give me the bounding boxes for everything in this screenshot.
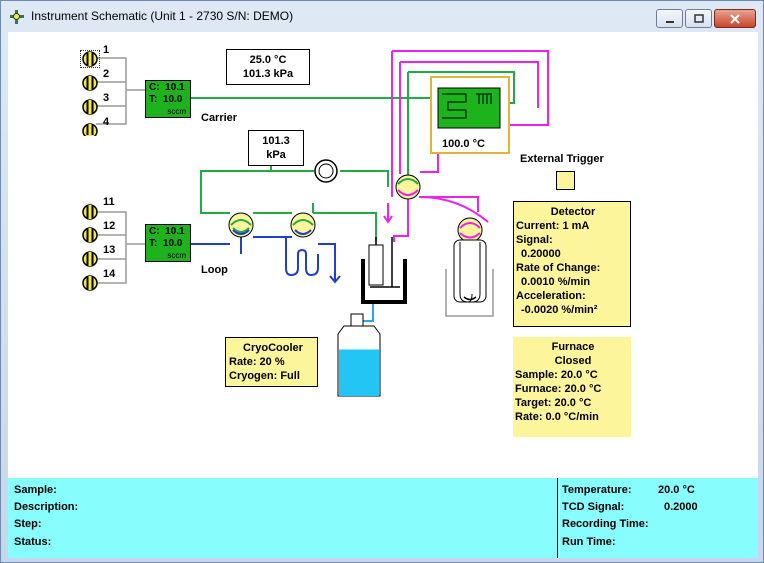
furnace-target-temp: Target: 20.0 °C	[515, 397, 592, 409]
blue-lines	[191, 236, 341, 284]
carrier-label: Carrier	[201, 112, 238, 124]
schematic-drawing	[96, 50, 549, 397]
valve-1-label: 1	[103, 44, 110, 56]
status-panel: Sample: Description: Step: Status: Tempe…	[8, 478, 758, 558]
furnace-sample-tube	[445, 239, 494, 317]
detector-roc-label: Rate of Change:	[516, 262, 601, 274]
loop-current-flow: C: 10.1	[149, 226, 185, 237]
gray-gas-lines-top	[96, 57, 146, 125]
cryogen-level	[339, 349, 379, 396]
pressure-unit: kPa	[266, 149, 286, 161]
ambient-temperature: 25.0 °C	[249, 54, 287, 66]
switching-valve-4	[457, 217, 483, 243]
ambient-pressure: 101.3 kPa	[242, 68, 294, 80]
green-lines	[191, 71, 515, 241]
external-trigger-indicator[interactable]	[556, 171, 575, 190]
detector-current: Current: 1 mA	[516, 220, 590, 232]
oven-temperature: 100.0 °C	[442, 138, 485, 150]
minimize-button[interactable]	[656, 9, 683, 28]
valve-icons-bottom	[82, 204, 98, 291]
detector-panel: Detector Current: 1 mA Signal: 0.20000 R…	[513, 201, 631, 327]
loop-label: Loop	[201, 264, 228, 276]
maximize-button[interactable]	[685, 9, 712, 28]
cryocooler-panel: CryoCooler Rate: 20 % Cryogen: Full	[225, 337, 318, 387]
loop-flow-controller[interactable]: C: 10.1 T: 10.0 sccm	[145, 224, 191, 262]
carrier-current-flow: C: 10.1	[149, 82, 185, 93]
status-status-label: Status:	[14, 536, 52, 548]
restrictor-icon	[314, 159, 338, 183]
carrier-flow-controller[interactable]: C: 10.1 T: 10.0 sccm	[145, 80, 191, 118]
loop-flow-unit: sccm	[167, 251, 186, 260]
carrier-target-flow: T: 10.0	[149, 94, 183, 105]
detector-accel-value: -0.0020 %/min²	[521, 304, 598, 316]
valve-13-icon[interactable]	[82, 251, 98, 267]
cryogen-bottle	[337, 313, 381, 397]
furnace-rate: Rate: 0.0 °C/min	[515, 411, 599, 423]
valve-2-icon[interactable]	[82, 75, 98, 91]
status-recording-label: Recording Time:	[562, 518, 649, 530]
switching-valve-3	[395, 174, 421, 200]
furnace-title: Furnace	[551, 341, 595, 353]
valve-12-label: 12	[103, 220, 116, 232]
valve-1-focus	[80, 50, 100, 68]
switching-valve-2	[290, 212, 316, 238]
ambient-readout: 25.0 °C 101.3 kPa	[226, 49, 310, 85]
cryocooler-rate: Rate: 20 %	[229, 356, 285, 368]
furnace-state: Closed	[554, 355, 592, 367]
external-trigger-label: External Trigger	[520, 153, 604, 165]
valve-3-icon[interactable]	[82, 99, 98, 115]
status-tcd-label: TCD Signal:	[562, 501, 625, 513]
pressure-value: 101.3	[262, 135, 290, 147]
pressure-gauge: 101.3 kPa	[248, 130, 304, 166]
status-description-label: Description:	[14, 501, 79, 513]
valve-icons-top	[82, 51, 98, 136]
detector-signal-value: 0.20000	[521, 248, 561, 260]
valve-4-icon[interactable]	[82, 123, 98, 136]
valve-13-label: 13	[103, 244, 116, 256]
furnace-sample-temp: Sample: 20.0 °C	[515, 369, 598, 381]
detector-roc-value: 0.0010 %/min	[521, 276, 591, 288]
magenta-lines	[383, 50, 549, 242]
furnace-temp: Furnace: 20.0 °C	[515, 383, 602, 395]
detector-title: Detector	[550, 206, 596, 218]
maximize-icon	[693, 13, 704, 23]
valve-14-label: 14	[103, 268, 116, 280]
cold-trap	[361, 237, 407, 304]
valve-11-icon[interactable]	[82, 204, 98, 220]
window-title: Instrument Schematic (Unit 1 - 2730 S/N:…	[31, 9, 294, 23]
status-step-label: Step:	[14, 518, 42, 530]
valve-14-icon[interactable]	[82, 275, 98, 291]
valve-3-label: 3	[103, 92, 110, 104]
valve-4-label: 4	[103, 116, 110, 128]
detector-signal-label: Signal:	[516, 234, 553, 246]
status-runtime-label: Run Time:	[562, 536, 616, 548]
status-tcd-value: 0.2000	[664, 501, 698, 513]
valve-1-icon[interactable]	[82, 51, 98, 67]
valve-12-icon[interactable]	[82, 227, 98, 243]
carrier-flow-unit: sccm	[167, 107, 186, 116]
status-sample-label: Sample:	[14, 484, 57, 496]
minimize-icon	[665, 20, 674, 23]
close-icon	[730, 13, 740, 24]
status-divider	[557, 478, 560, 558]
furnace-panel: Furnace Closed Sample: 20.0 °C Furnace: …	[513, 337, 631, 437]
valve-2-label: 2	[103, 68, 110, 80]
schematic-canvas: 1 2 3 4 11 12 13 14 25.0 °C 101.3 kPa C:…	[8, 32, 758, 558]
status-temperature-label: Temperature:	[562, 484, 632, 496]
close-button[interactable]	[714, 9, 756, 28]
oven-column-coils	[442, 93, 492, 119]
gray-gas-lines-bottom	[96, 211, 146, 284]
app-icon	[10, 10, 24, 24]
detector-accel-label: Acceleration:	[516, 290, 586, 302]
cryocooler-title: CryoCooler	[243, 342, 303, 354]
switching-valve-1	[228, 212, 254, 238]
title-bar[interactable]: Instrument Schematic (Unit 1 - 2730 S/N:…	[1, 1, 763, 31]
valve-11-label: 11	[103, 196, 115, 208]
cryocooler-cryogen: Cryogen: Full	[229, 370, 300, 382]
loop-target-flow: T: 10.0	[149, 238, 183, 249]
status-temperature-value: 20.0 °C	[658, 484, 695, 496]
